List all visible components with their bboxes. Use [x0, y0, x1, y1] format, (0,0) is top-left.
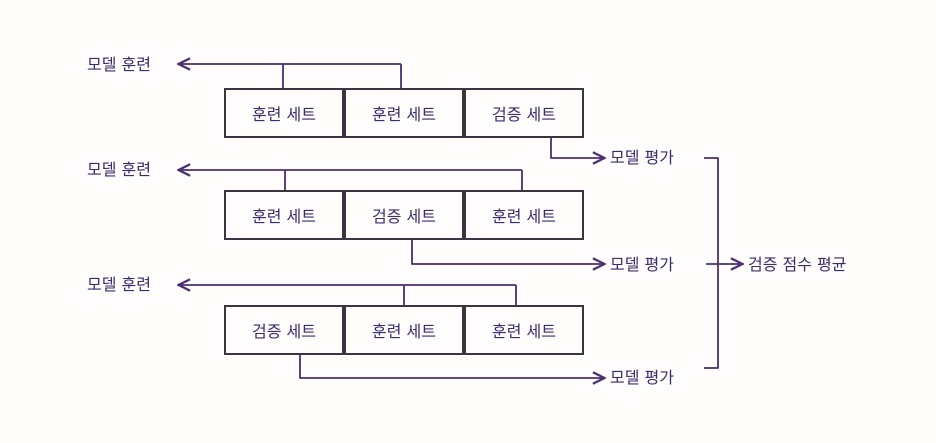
fold-1-eval-arrow	[550, 138, 603, 158]
fold-3-cell-2: 훈련 세트	[344, 305, 464, 355]
fold-1-cell-2: 훈련 세트	[344, 88, 464, 138]
fold-3-cell-3: 훈련 세트	[464, 305, 584, 355]
fold-3-train-arrow	[180, 285, 517, 305]
fold-3-eval-arrow	[299, 355, 603, 378]
fold-3-eval-label: 모델 평가	[610, 368, 674, 387]
fold-2-cell-3: 훈련 세트	[464, 190, 584, 240]
fold-2-eval-label: 모델 평가	[610, 255, 674, 274]
fold-2-cell-2: 검증 세트	[344, 190, 464, 240]
fold-2-eval-arrow	[411, 240, 603, 264]
fold-1-cell-1: 훈련 세트	[224, 88, 344, 138]
fold-3-train-label: 모델 훈련	[87, 275, 151, 294]
fold-2-train-label: 모델 훈련	[87, 160, 151, 179]
fold-1-train-arrow	[180, 64, 402, 88]
evaluation-bracket	[704, 157, 719, 369]
fold-1-train-label: 모델 훈련	[87, 55, 151, 74]
average-score-label: 검증 점수 평균	[748, 255, 847, 274]
fold-1-eval-label: 모델 평가	[610, 148, 674, 167]
fold-1-cell-3: 검증 세트	[464, 88, 584, 138]
fold-3-cell-1: 검증 세트	[224, 305, 344, 355]
fold-2-cell-1: 훈련 세트	[224, 190, 344, 240]
fold-2-train-arrow	[180, 170, 523, 190]
